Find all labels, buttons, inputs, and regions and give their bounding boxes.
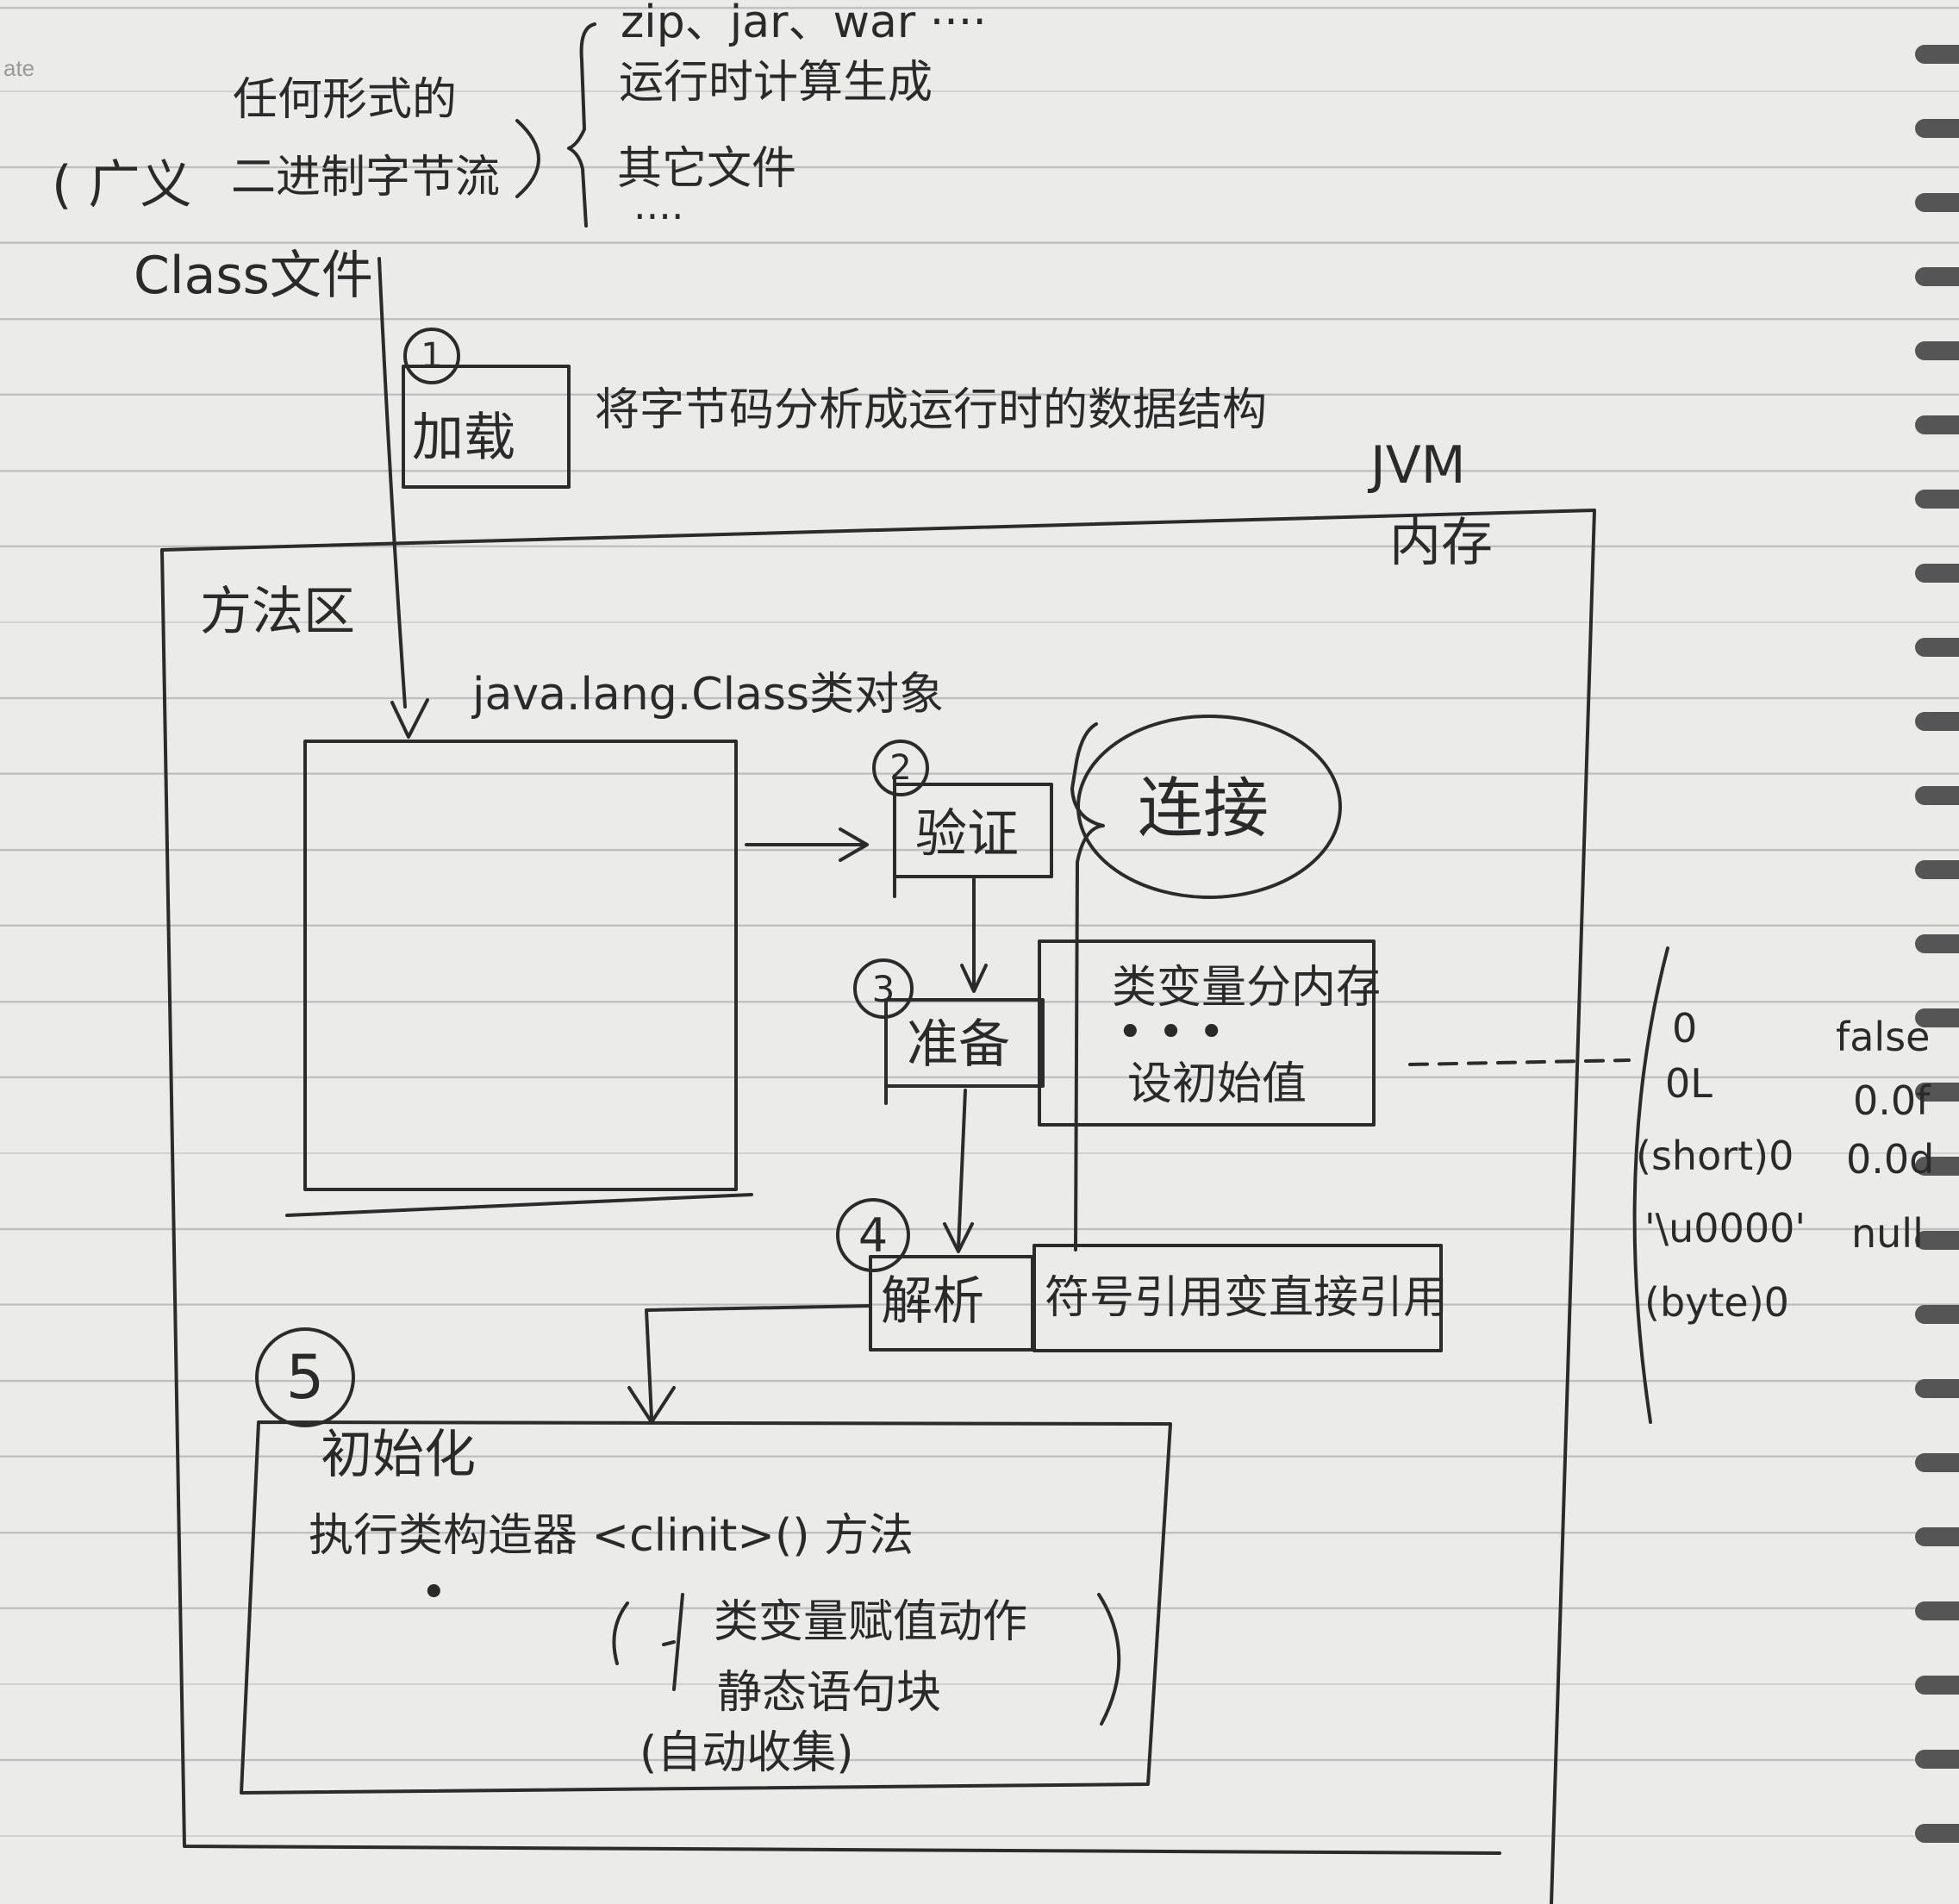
defaults-paren bbox=[1632, 946, 1669, 1424]
init-bullet: • bbox=[421, 1567, 447, 1619]
jvm-label: JVM bbox=[1370, 435, 1466, 496]
resolve-description: 符号引用变直接引用 bbox=[1045, 1272, 1449, 1324]
prepare-dots: • • • bbox=[1117, 1007, 1226, 1058]
resolve-label: 解析 bbox=[881, 1271, 984, 1332]
header-paren-left: ( 广义 bbox=[52, 155, 192, 215]
default-value-left-1: 0 bbox=[1672, 1005, 1698, 1052]
init-item2: 静态语句块 bbox=[717, 1667, 942, 1719]
step-3-circle: 3 bbox=[853, 958, 914, 1019]
class-object-box bbox=[303, 740, 738, 1191]
class-to-verify-arrowhead bbox=[839, 827, 869, 862]
step-2-circle: 2 bbox=[872, 740, 929, 796]
binding-ring bbox=[1915, 638, 1959, 657]
header-source-1: zip、jar、war ···· bbox=[621, 0, 987, 48]
main-flow-arrowhead bbox=[390, 698, 429, 739]
binding-ring bbox=[1915, 341, 1959, 360]
date-label: ate bbox=[3, 55, 35, 81]
binding-ring bbox=[1915, 45, 1959, 64]
prepare-to-resolve-arrowhead bbox=[943, 1222, 974, 1253]
default-value-left-4: '\u0000' bbox=[1644, 1205, 1806, 1252]
binding-ring bbox=[1915, 1231, 1959, 1250]
class-file-label: Class文件 bbox=[134, 246, 373, 306]
link-circle bbox=[1076, 715, 1342, 899]
init-label: 初始化 bbox=[321, 1425, 476, 1485]
default-value-left-2: 0L bbox=[1665, 1060, 1713, 1107]
resolve-to-init-arrow bbox=[645, 1304, 872, 1420]
init-inner-close-paren bbox=[1097, 1593, 1121, 1726]
binding-ring bbox=[1915, 1750, 1959, 1769]
prepare-to-resolve-arrow bbox=[957, 1089, 967, 1250]
step-1-circle: 1 bbox=[403, 328, 460, 384]
class-object-label: java.lang.Class类对象 bbox=[472, 669, 945, 721]
step-4-circle: 4 bbox=[836, 1198, 910, 1272]
init-box bbox=[240, 1420, 1172, 1795]
header-source-4: ···· bbox=[633, 193, 684, 240]
step-5-circle: 5 bbox=[255, 1327, 355, 1427]
default-value-left-3: (short)0 bbox=[1636, 1133, 1794, 1179]
verify-label: 验证 bbox=[915, 804, 1019, 865]
binding-ring bbox=[1915, 564, 1959, 583]
prepare-desc-1: 类变量分内存 bbox=[1112, 962, 1382, 1014]
binding-ring bbox=[1915, 1379, 1959, 1398]
init-line1: 执行类构造器 <clinit>() 方法 bbox=[309, 1510, 914, 1562]
init-item1: 类变量赋值动作 bbox=[714, 1596, 1028, 1648]
load-description: 将字节码分析成运行时的数据结构 bbox=[595, 384, 1268, 436]
header-line2: 二进制字节流 bbox=[231, 152, 501, 203]
link-label: 连接 bbox=[1138, 770, 1269, 846]
binding-ring bbox=[1915, 1527, 1959, 1546]
binding-ring bbox=[1915, 712, 1959, 731]
binding-ring bbox=[1915, 490, 1959, 509]
default-value-right-3: 0.0d bbox=[1846, 1136, 1935, 1183]
binding-ring bbox=[1915, 860, 1959, 879]
header-brace bbox=[567, 22, 596, 228]
init-inner-open-paren bbox=[612, 1601, 629, 1665]
binding-ring bbox=[1915, 786, 1959, 805]
default-value-right-4: null bbox=[1851, 1210, 1924, 1257]
header-close-paren bbox=[515, 119, 540, 198]
binding-ring bbox=[1915, 267, 1959, 286]
binding-ring bbox=[1915, 1453, 1959, 1472]
method-area-label: 方法区 bbox=[200, 582, 355, 642]
default-value-right-1: false bbox=[1836, 1014, 1931, 1060]
method-area-boundary bbox=[160, 548, 1501, 1855]
binding-ring bbox=[1915, 1157, 1959, 1176]
binding-ring bbox=[1915, 934, 1959, 953]
memory-label: 内存 bbox=[1389, 513, 1493, 573]
load-box bbox=[402, 365, 571, 489]
prepare-label: 准备 bbox=[907, 1014, 1010, 1075]
binding-ring bbox=[1915, 1676, 1959, 1695]
default-value-right-2: 0.0f bbox=[1853, 1077, 1931, 1124]
init-note: (自动收集) bbox=[639, 1727, 854, 1779]
default-value-left-5: (byte)0 bbox=[1644, 1279, 1789, 1326]
binding-ring bbox=[1915, 1601, 1959, 1620]
main-flow-arrow bbox=[377, 257, 407, 709]
binding-ring bbox=[1915, 1008, 1959, 1027]
binding-ring bbox=[1915, 1305, 1959, 1324]
jvm-memory-boundary bbox=[160, 509, 1596, 1904]
binding-ring bbox=[1915, 1824, 1959, 1843]
header-line1: 任何形式的 bbox=[233, 74, 458, 126]
prepare-to-defaults-dashes bbox=[1408, 1058, 1631, 1066]
init-inner-brace bbox=[662, 1593, 684, 1691]
binding-ring bbox=[1915, 119, 1959, 138]
header-source-2: 运行时计算生成 bbox=[619, 57, 933, 109]
resolve-desc-box bbox=[1033, 1244, 1443, 1352]
binding-ring bbox=[1915, 1083, 1959, 1102]
prepare-desc-box bbox=[1038, 940, 1376, 1127]
prepare-desc-2: 设初始值 bbox=[1127, 1058, 1307, 1110]
load-label: 加载 bbox=[412, 408, 515, 468]
binding-ring bbox=[1915, 193, 1959, 212]
binding-ring bbox=[1915, 415, 1959, 434]
verify-to-prepare-arrowhead bbox=[960, 964, 988, 993]
class-object-bottom-line bbox=[285, 1193, 753, 1217]
header-source-3: 其它文件 bbox=[617, 143, 797, 195]
